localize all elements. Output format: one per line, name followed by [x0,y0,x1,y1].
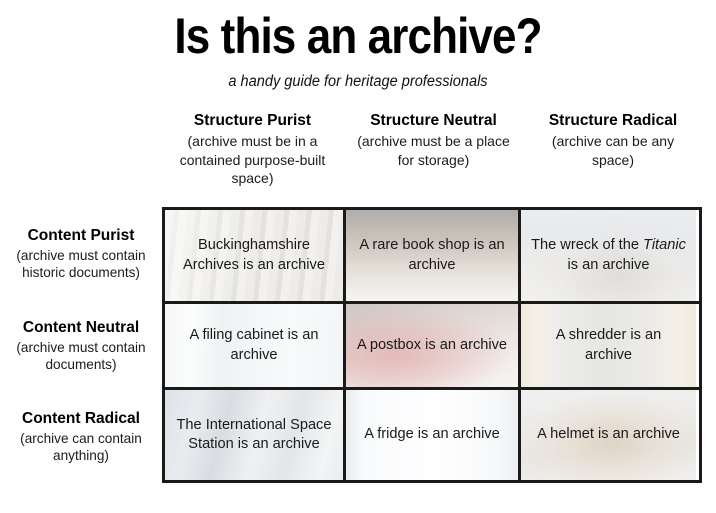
row-header-subtitle: (archive must contain documents) [16,339,146,373]
cell-label: The International Space Station is an ar… [176,416,332,452]
column-header-structure-neutral: Structure Neutral (archive must be a pla… [343,111,524,188]
column-header-subtitle: (archive must be in a contained purpose-… [179,133,326,187]
table-row: Buckinghamshire Archives is an archive A… [165,210,699,301]
cell-purist-radical: The wreck of the Titanic is an archive [521,210,696,301]
matrix-column-headers: Structure Purist (archive must be in a c… [0,111,716,188]
column-header-structure-purist: Structure Purist (archive must be in a c… [162,111,343,188]
cell-purist-neutral: A rare book shop is an archive [343,210,521,301]
cell-label: A filing cabinet is an archive [189,327,319,363]
cell-label: A helmet is an archive [537,426,680,443]
cell-overlay [346,210,518,301]
cell-label: A fridge is an archive [364,426,500,443]
column-header-title: Structure Purist [193,112,312,129]
column-header-title: Structure Neutral [370,112,497,129]
cell-radical-neutral: A fridge is an archive [343,390,521,480]
cell-overlay [346,304,518,387]
row-header-subtitle: (archive must contain historic documents… [16,247,146,281]
row-header-subtitle: (archive can contain anything) [20,430,142,464]
cell-overlay [521,304,696,387]
row-header-content-neutral: Content Neutral (archive must contain do… [0,301,162,391]
cell-label: Buckinghamshire Archives is an archive [183,237,325,273]
cell-radical-purist: The International Space Station is an ar… [165,390,343,480]
row-header-title: Content Radical [22,410,140,428]
cell-radical-radical: A helmet is an archive [521,390,696,480]
cell-overlay [165,304,343,387]
cell-purist-purist: Buckinghamshire Archives is an archive [165,210,343,301]
page-subtitle: a handy guide for heritage professionals [228,72,488,90]
column-header-subtitle: (archive can be any space) [551,133,675,168]
cell-overlay [165,210,343,301]
page-title: Is this an archive? [174,8,542,64]
cell-overlay [346,390,518,480]
header-block: Is this an archive? a handy guide for he… [0,0,716,91]
row-header-content-purist: Content Purist (archive must contain his… [0,207,162,301]
row-header-content-radical: Content Radical (archive can contain any… [0,391,162,483]
table-row: The International Space Station is an ar… [165,390,699,480]
cell-neutral-purist: A filing cabinet is an archive [165,304,343,387]
column-header-structure-radical: Structure Radical (archive can be any sp… [524,111,702,188]
cell-label: A shredder is an archive [555,327,662,363]
cell-label: A rare book shop is an archive [359,237,505,273]
cell-neutral-radical: A shredder is an archive [521,304,696,387]
column-header-subtitle: (archive must be a place for storage) [357,133,510,168]
cell-label: A postbox is an archive [356,336,508,353]
cell-neutral-neutral: A postbox is an archive [343,304,521,387]
cell-overlay [165,390,343,480]
table-row: A filing cabinet is an archive A postbox… [165,301,699,390]
column-header-title: Structure Radical [548,112,678,129]
cell-overlay [521,210,696,301]
row-header-title: Content Neutral [22,319,140,337]
cell-overlay [521,390,696,480]
row-header-title: Content Purist [27,227,135,245]
matrix-table: Buckinghamshire Archives is an archive A… [162,207,702,483]
cell-label: The wreck of the Titanic is an archive [531,237,686,273]
matrix-corner-spacer [0,111,162,188]
matrix-row-headers: Content Purist (archive must contain his… [0,207,162,483]
